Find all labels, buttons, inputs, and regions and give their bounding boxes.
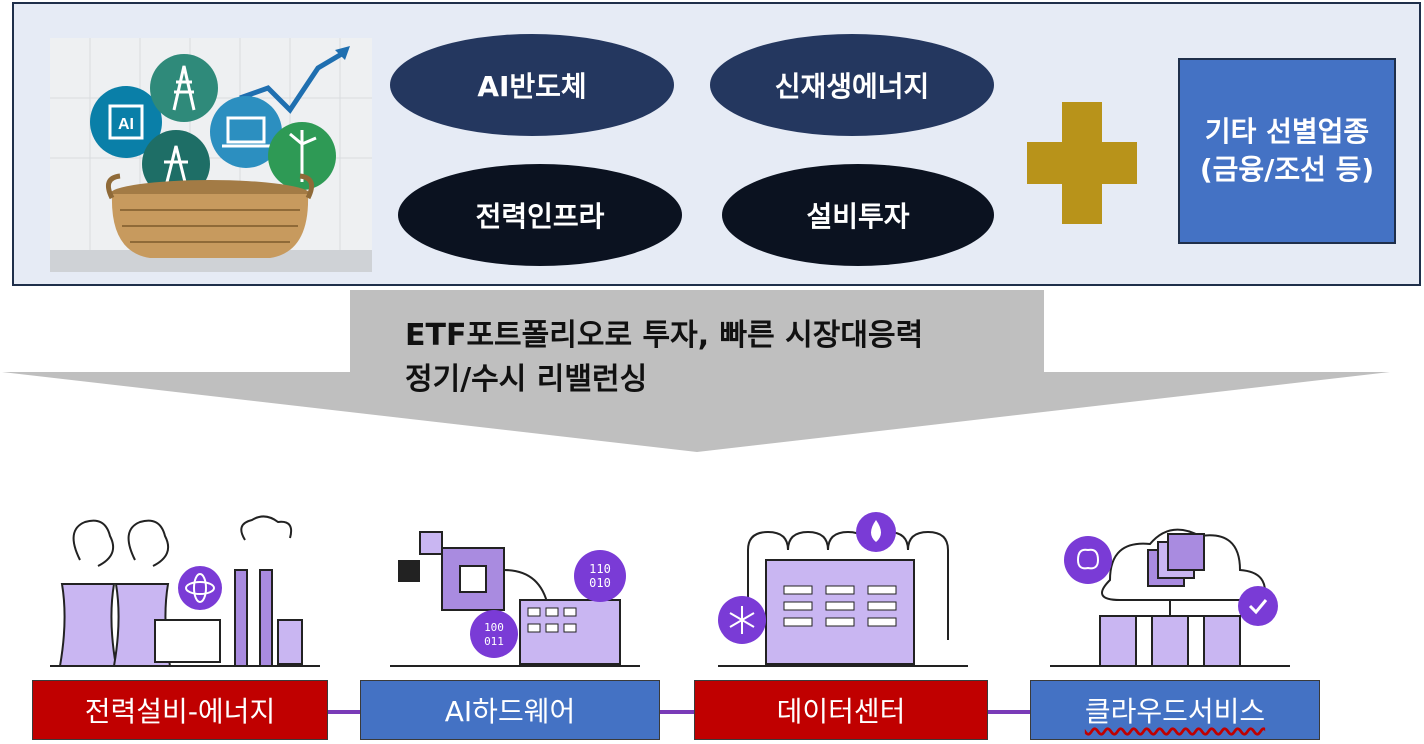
power-tower-icon [150,54,218,122]
other-sectors-line2: (금융/조선 등) [1199,153,1375,186]
cloud-service-illustration [1050,528,1290,667]
laptop-icon [210,96,282,168]
ai-hardware-illustration: 110 010 100 011 [390,531,640,667]
category-ai-semiconductor: AI반도체 [390,34,674,136]
sector-datacenter-label: 데이터센터 [694,680,988,740]
basket-icon [105,173,315,258]
sector-cloud-service-label: 클라우드서비스 [1030,680,1320,740]
chip-icon: AI [90,86,162,158]
arrow-caption: ETF포트폴리오로 투자, 빠른 시장대응력 정기/수시 리밸런싱 [405,314,923,402]
growth-arrow-icon [239,49,347,114]
svg-text:110: 110 [589,562,611,576]
basket-illustration: AI [50,38,372,272]
category-power-infra: 전력인프라 [398,164,682,266]
wind-turbine-icon [268,122,336,190]
sector-ai-hardware-label: AI하드웨어 [360,680,660,740]
datacenter-illustration [718,512,968,667]
sector-power-energy-label: 전력설비-에너지 [32,680,328,740]
atom-icon [178,566,222,610]
svg-text:100: 100 [484,621,504,634]
svg-text:011: 011 [484,635,504,648]
connector-line [988,710,1032,714]
binary-badge-icon [470,610,518,658]
down-arrow-shape [2,290,1390,452]
other-sectors-box: 기타 선별업종 (금융/조선 등) [1178,58,1396,244]
sector-cloud-service-text: 클라우드서비스 [1084,695,1266,728]
arrow-caption-line2: 정기/수시 리밸런싱 [405,362,648,397]
svg-text:010: 010 [589,576,611,590]
svg-text:AI: AI [118,116,134,133]
connector-line [326,710,362,714]
plus-icon [1027,102,1137,224]
connector-line [660,710,696,714]
brain-icon [1064,536,1112,584]
other-sectors-line1: 기타 선별업종 [1204,115,1370,148]
arrow-caption-line1: ETF포트폴리오로 투자, 빠른 시장대응력 [405,318,924,353]
category-renewable-energy: 신재생에너지 [710,34,994,136]
binary-badge-icon [574,550,626,602]
check-icon [1238,586,1278,626]
power-plant-illustration [50,515,320,667]
category-capex: 설비투자 [722,164,994,266]
